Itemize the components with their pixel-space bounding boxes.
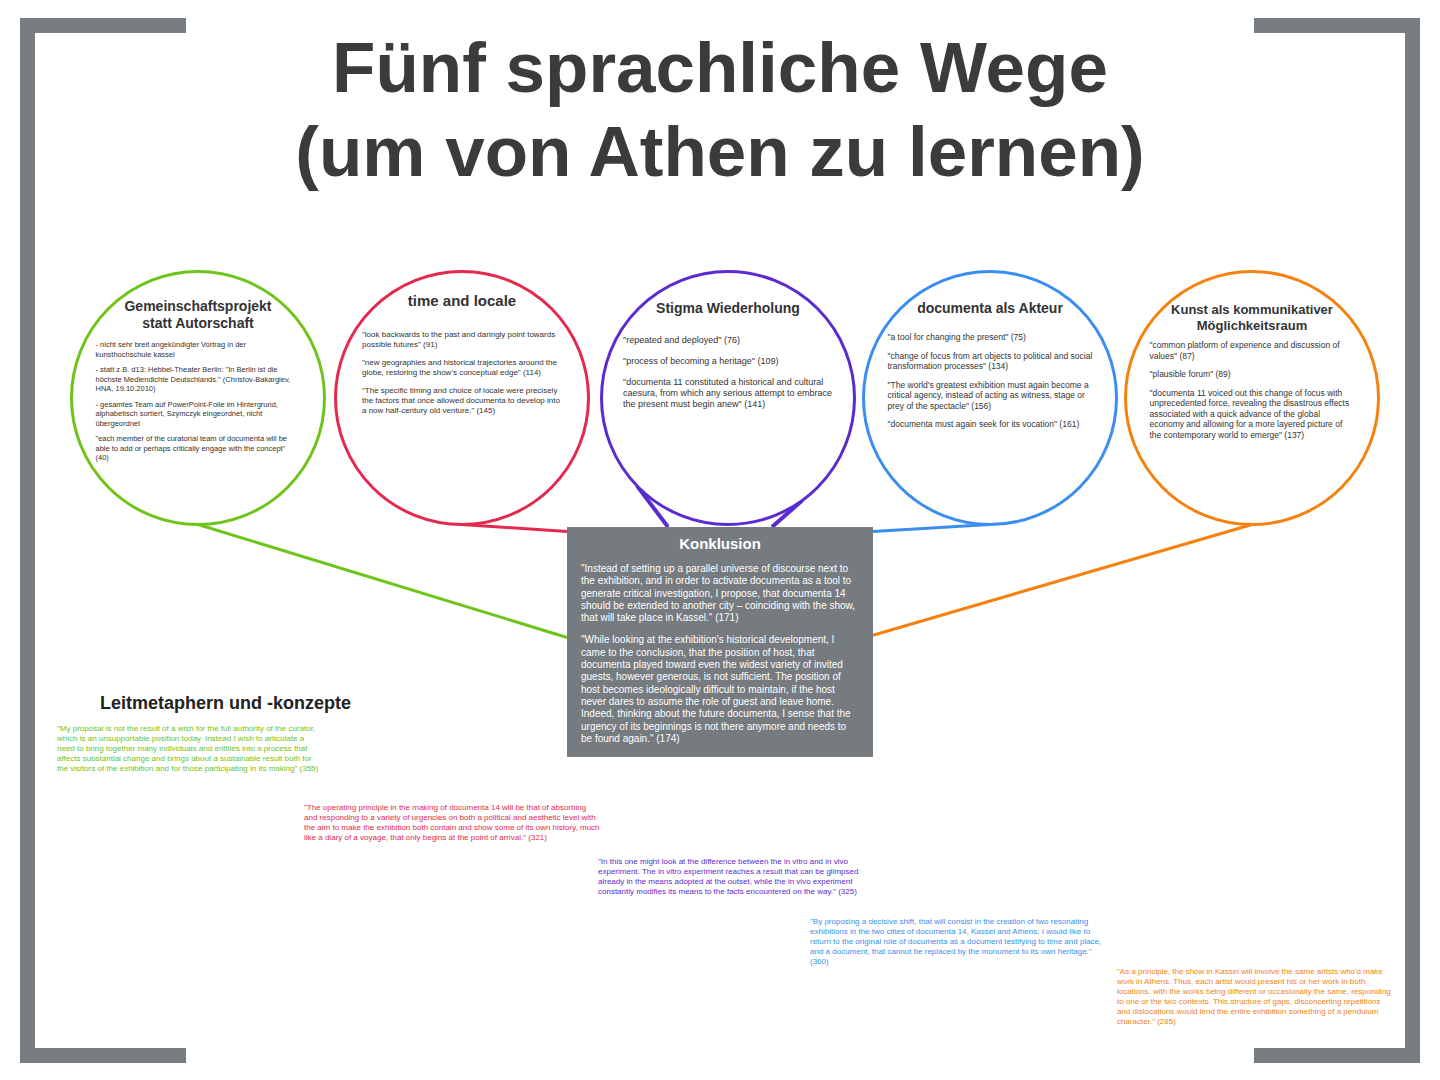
node-quote: "documenta 11 constituted a historical a…	[623, 377, 833, 410]
heading-wrap: Kunst als kommunikativer Möglichkeitsrau…	[1167, 302, 1337, 333]
frame-bracket	[1405, 18, 1420, 1063]
body-wrap: "repeated and deployed" (76) "process of …	[623, 335, 833, 410]
node-quote: "change of focus from art objects to pol…	[888, 351, 1093, 372]
circle-outline-shape	[336, 272, 589, 525]
connector-line	[873, 525, 1252, 636]
body-wrap: "common platform of experience and discu…	[1150, 340, 1355, 440]
node-quote: "look backwards to the past and daringly…	[362, 330, 562, 350]
node-quote: "process of becoming a heritage" (109)	[623, 356, 833, 367]
quote-text: "As a principle, the show in Kassel will…	[1117, 967, 1392, 1027]
connector-line	[198, 525, 567, 638]
node-quote: - nicht sehr breit angekündigter Vortrag…	[96, 340, 301, 359]
circle-outline-shape	[602, 272, 855, 525]
body-wrap: "a tool for changing the present" (75) "c…	[888, 332, 1093, 430]
circle-outline-shape	[72, 272, 325, 525]
node-quote: "documenta must again seek for its vocat…	[888, 419, 1093, 430]
body-wrap: "look backwards to the past and daringly…	[362, 330, 562, 416]
body-wrap: - nicht sehr breit angekündigter Vortrag…	[96, 340, 301, 463]
connector	[873, 525, 1252, 636]
node-heading: Kunst als kommunikativer Möglichkeitsrau…	[1167, 302, 1337, 333]
circle-outline-shape	[864, 272, 1117, 525]
heading-wrap: documenta als Akteur	[905, 300, 1075, 317]
node-quote: "The specific timing and choice of local…	[362, 386, 562, 416]
node-quote: "The world's greatest exhibition must ag…	[888, 380, 1093, 412]
node-quote: "new geographies and historical trajecto…	[362, 358, 562, 378]
quote-text: "The operating principle in the making o…	[304, 803, 600, 843]
quote-text: "By proposing a decisive shift, that wil…	[810, 917, 1110, 967]
circle-node: Gemeinschaftsprojekt statt Autorschaft - …	[70, 270, 326, 526]
quote-text: "My proposal is not the result of a wish…	[57, 724, 322, 774]
node-quote: "documenta 11 voiced out this change of …	[1150, 388, 1355, 441]
node-heading: Gemeinschaftsprojekt statt Autorschaft	[113, 298, 283, 332]
circle-node: documenta als Akteur "a tool for changing…	[862, 270, 1118, 526]
circle-node: Kunst als kommunikativer Möglichkeitsrau…	[1124, 270, 1380, 526]
frame-bracket	[20, 18, 35, 1063]
heading-wrap: time and locale	[377, 292, 547, 310]
circle-node: time and locale "look backwards to the pa…	[334, 270, 590, 526]
node-quote: "plausible forum" (89)	[1150, 369, 1355, 380]
heading-wrap: Gemeinschaftsprojekt statt Autorschaft	[113, 298, 283, 332]
connector-line	[462, 525, 567, 532]
node-quote: - gesamtes Team auf PowerPoint-Folie im …	[96, 400, 301, 429]
node-quote: "repeated and deployed" (76)	[623, 335, 833, 346]
heading-wrap: Stigma Wiederholung	[643, 300, 813, 317]
box-quote: "Instead of setting up a parallel univer…	[581, 563, 859, 624]
node-heading: Stigma Wiederholung	[643, 300, 813, 317]
node-quote: "common platform of experience and discu…	[1150, 340, 1355, 361]
connector	[873, 525, 990, 532]
section-heading: Leitmetaphern und -konzepte	[100, 692, 500, 714]
frame-bracket	[20, 18, 186, 33]
connector	[198, 525, 567, 638]
connector	[462, 525, 567, 532]
quote-text: "In this one might look at the differenc…	[598, 857, 860, 897]
frame-bracket	[1254, 1048, 1420, 1063]
conclusion-box: Konklusion "Instead of setting up a paral…	[567, 527, 873, 757]
frame-bracket	[20, 1048, 186, 1063]
circle-outline-shape	[1126, 272, 1379, 525]
node-heading: documenta als Akteur	[905, 300, 1075, 317]
box-quote: "While looking at the exhibition's histo…	[581, 634, 859, 745]
connector-line	[873, 525, 990, 532]
node-heading: time and locale	[377, 292, 547, 310]
circle-node: Stigma Wiederholung "repeated and deploye…	[600, 270, 856, 526]
box-heading: Konklusion	[581, 535, 859, 553]
title: Fünf sprachliche Wege (um von Athen zu l…	[280, 26, 1160, 194]
node-quote: "each member of the curatorial team of d…	[96, 434, 301, 463]
node-quote: - statt z.B. d13: Hebbel-Theater Berlin:…	[96, 365, 301, 394]
frame-bracket	[1254, 18, 1420, 33]
node-quote: "a tool for changing the present" (75)	[888, 332, 1093, 343]
